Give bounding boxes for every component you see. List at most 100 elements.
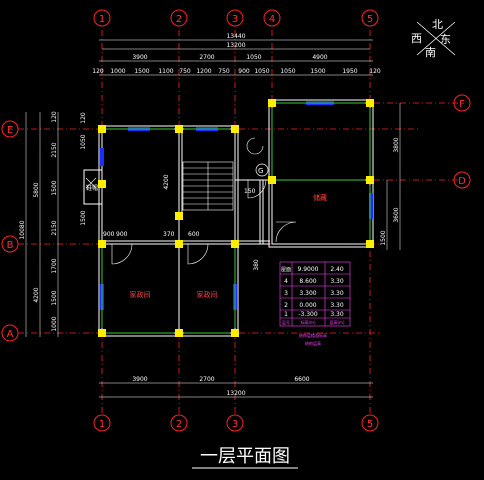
doors [85,137,297,265]
svg-text:3.30: 3.30 [330,302,344,309]
svg-text:1500: 1500 [134,68,149,75]
svg-text:1000: 1000 [51,316,58,331]
dim-right-2: 3600 [393,207,400,222]
drawing-title-block: 一层平面图 [192,446,298,469]
axis-bubble-4-top: 4 [263,9,281,27]
top-dimensions [99,39,373,76]
axis-bubbles-top: 1 2 3 4 5 [93,9,379,27]
axis-bubble-3-bottom: 3 [226,414,244,432]
svg-text:0.000: 0.000 [299,302,316,309]
svg-text:4: 4 [284,278,288,285]
room-label-1: 家政间 [130,290,151,299]
svg-text:900: 900 [116,231,128,238]
svg-text:370: 370 [163,231,175,238]
svg-text:3.30: 3.30 [330,278,344,285]
svg-text:1500: 1500 [80,210,87,225]
svg-text:5: 5 [367,419,373,430]
axis-bubble-F: F [453,94,471,112]
dim-bottom-3: 6600 [294,376,309,383]
dim-top-overall-2: 13200 [226,42,245,49]
svg-text:120: 120 [80,112,87,124]
axis-bubbles-right: F D [453,94,471,189]
svg-text:8.600: 8.600 [299,278,316,285]
svg-text:120: 120 [369,68,381,75]
svg-text:F: F [459,99,465,110]
svg-text:4: 4 [269,14,275,25]
svg-text:B: B [7,240,14,251]
svg-text:2.40: 2.40 [330,266,344,273]
svg-text:1700: 1700 [51,258,58,273]
stair [182,161,234,211]
axis-bubble-2-bottom: 2 [170,414,188,432]
svg-text:E: E [7,125,13,136]
axis-bubble-1-bottom: 1 [93,414,111,432]
dim-bottom-1: 3900 [132,376,147,383]
bottom-dimensions [99,382,373,398]
svg-text:1100: 1100 [158,68,173,75]
axis-bubble-5-top: 5 [361,9,379,27]
svg-text:G: G [258,167,263,175]
dim-top-row2-1: 3900 [132,54,147,61]
axis-bubbles-bottom: 1 2 3 5 [93,414,379,432]
svg-text:3.30: 3.30 [330,290,344,297]
drawing-title: 一层平面图 [200,446,290,467]
svg-text:2: 2 [176,419,182,430]
axis-bubble-D: D [453,171,471,189]
dim-bottom-overall: 13200 [226,390,245,397]
axis-bubble-A: A [1,324,19,342]
svg-text:600: 600 [188,231,200,238]
svg-text:3: 3 [232,419,238,430]
dim-right-3: 1500 [380,230,387,245]
compass-west: 西 [411,32,422,45]
room-label-4: 储藏 [313,193,327,202]
svg-text:3.300: 3.300 [299,290,316,297]
svg-text:3.30: 3.30 [330,311,344,318]
dim-right-1: 3800 [393,137,400,152]
svg-text:-3.300: -3.300 [298,311,318,318]
svg-text:2150: 2150 [51,142,58,157]
svg-text:9.9000: 9.9000 [298,266,319,273]
compass-north: 北 [432,18,443,31]
level-table-caption-2: 结构层高 [305,340,321,346]
window-frames [101,102,371,334]
svg-text:2: 2 [176,14,182,25]
svg-text:750: 750 [218,68,230,75]
compass-east: 东 [440,33,451,46]
svg-text:1050: 1050 [280,68,295,75]
svg-text:D: D [458,176,466,187]
svg-text:3: 3 [284,290,288,297]
axis-bubble-2-top: 2 [170,9,188,27]
room-label-3: 鞋帽 [86,184,98,192]
svg-text:1050: 1050 [254,68,269,75]
svg-text:120: 120 [51,111,58,123]
level-table: 屋面 9.9000 2.40 4 8.600 3.30 3 3.300 3.30… [279,261,351,346]
svg-text:1050: 1050 [80,134,87,149]
svg-text:1000: 1000 [110,68,125,75]
svg-text:2150: 2150 [51,220,58,235]
level-table-caption-1: 结构层楼面标高 [299,332,327,338]
svg-text:5: 5 [367,14,373,25]
dim-left-mid-1: 5800 [33,182,40,197]
dim-left-detail: 120 2150 1500 2150 1700 1500 1000 [51,111,58,332]
room-label-2: 家政间 [197,290,218,299]
right-dimensions [386,103,401,250]
svg-text:120: 120 [92,68,104,75]
left-dimensions [25,112,59,337]
axis-bubble-3-top: 3 [226,9,244,27]
svg-text:1: 1 [99,419,105,430]
svg-text:屋面: 屋面 [281,267,291,273]
svg-text:1950: 1950 [342,68,357,75]
dim-left-overall: 10080 [19,220,26,239]
interior-dimensions: 1050 1500 4200 900 900 600 370 380 150 1… [80,112,260,271]
walls [83,99,374,337]
svg-text:1: 1 [284,311,288,318]
toilet-fixture: G [255,163,269,177]
dim-top-row3: 120 1000 1500 1100 750 1200 750 900 1050… [92,68,381,75]
dim-bottom-2: 2700 [199,376,214,383]
svg-text:3: 3 [232,14,238,25]
svg-text:4200: 4200 [163,174,170,189]
axis-bubbles-left: E B A [1,120,19,342]
svg-text:150: 150 [244,188,256,195]
svg-text:1500: 1500 [51,180,58,195]
